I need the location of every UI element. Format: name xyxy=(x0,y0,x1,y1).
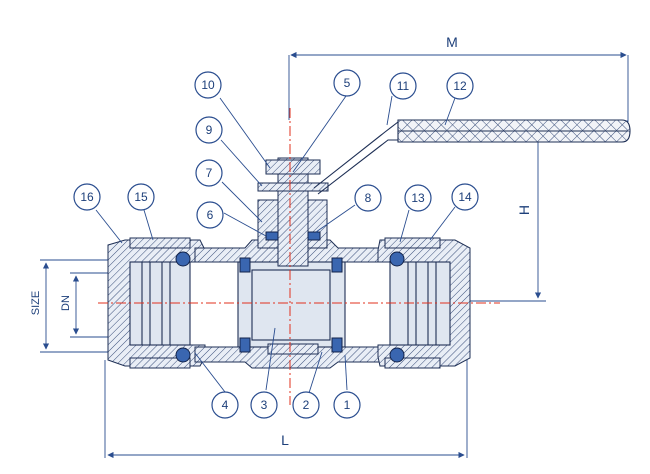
left-o-ring-bottom xyxy=(175,347,191,363)
callout-11: 11 xyxy=(389,72,417,100)
stem-housing-left xyxy=(257,199,281,249)
dimension-dn-label: DN xyxy=(60,295,72,311)
dimension-m-label: M xyxy=(446,34,458,50)
callout-16-label: 16 xyxy=(80,190,94,204)
seat-right-bottom xyxy=(331,337,343,353)
callout-10: 10 xyxy=(194,71,222,99)
right-clamp-ring-bottom xyxy=(384,357,441,369)
dimension-l: L xyxy=(104,360,468,459)
callout-13: 13 xyxy=(404,184,432,212)
centerlines xyxy=(98,108,500,405)
callout-9-label: 9 xyxy=(206,123,213,137)
handle-arm xyxy=(313,121,400,189)
dimension-l-label: L xyxy=(281,432,289,448)
callout-4: 4 xyxy=(211,391,239,419)
callout-13-label: 13 xyxy=(411,191,425,205)
callout-11-label: 11 xyxy=(397,79,410,93)
right-clamp-ring-top xyxy=(384,237,441,249)
callout-14: 14 xyxy=(451,183,479,211)
seat-right-top xyxy=(331,257,343,273)
stem-nut xyxy=(265,159,321,175)
callout-6-label: 6 xyxy=(207,208,214,222)
callout-12: 12 xyxy=(446,72,474,100)
callout-4-label: 4 xyxy=(222,398,229,412)
callout-6: 6 xyxy=(196,201,224,229)
callout-12-label: 12 xyxy=(453,79,467,93)
callout-3: 3 xyxy=(250,391,278,419)
washer xyxy=(257,182,329,192)
callout-2-label: 2 xyxy=(303,398,310,412)
callout-16: 16 xyxy=(73,183,101,211)
callout-1: 1 xyxy=(333,391,361,419)
right-o-ring-top xyxy=(389,251,405,267)
callout-2: 2 xyxy=(292,391,320,419)
callout-3-label: 3 xyxy=(261,398,268,412)
ball-bottom-slot xyxy=(267,343,319,355)
callout-8-label: 8 xyxy=(365,191,372,205)
callout-15: 15 xyxy=(127,183,155,211)
left-o-ring-top xyxy=(175,251,191,267)
callout-1-label: 1 xyxy=(344,398,351,412)
right-o-ring-bottom xyxy=(389,347,405,363)
stem xyxy=(277,157,309,267)
left-clamp-ring-top xyxy=(129,237,191,249)
callout-5: 5 xyxy=(333,69,361,97)
callout-9: 9 xyxy=(195,116,223,144)
left-clamp-ring-bottom xyxy=(129,357,191,369)
callout-8: 8 xyxy=(354,184,382,212)
callout-7: 7 xyxy=(195,159,223,187)
dimension-size-label: SIZE xyxy=(30,291,42,315)
dimension-size: SIZE xyxy=(30,259,110,353)
dimension-m: M xyxy=(288,34,629,122)
leader-lines xyxy=(95,95,456,394)
callout-7-label: 7 xyxy=(206,166,213,180)
dimension-h: H xyxy=(470,120,628,302)
handle xyxy=(313,119,631,195)
seat-left-top xyxy=(239,257,251,273)
callout-10-label: 10 xyxy=(201,78,215,92)
callout-15-label: 15 xyxy=(134,190,148,204)
ball-bore xyxy=(251,269,331,341)
stem-seal-right xyxy=(307,231,321,241)
callout-14-label: 14 xyxy=(458,190,472,204)
stem-seal-left xyxy=(265,231,279,241)
right-coupling-nut xyxy=(377,239,471,367)
dimension-h-label: H xyxy=(516,205,532,215)
callout-5-label: 5 xyxy=(344,76,351,90)
seat-left-bottom xyxy=(239,337,251,353)
